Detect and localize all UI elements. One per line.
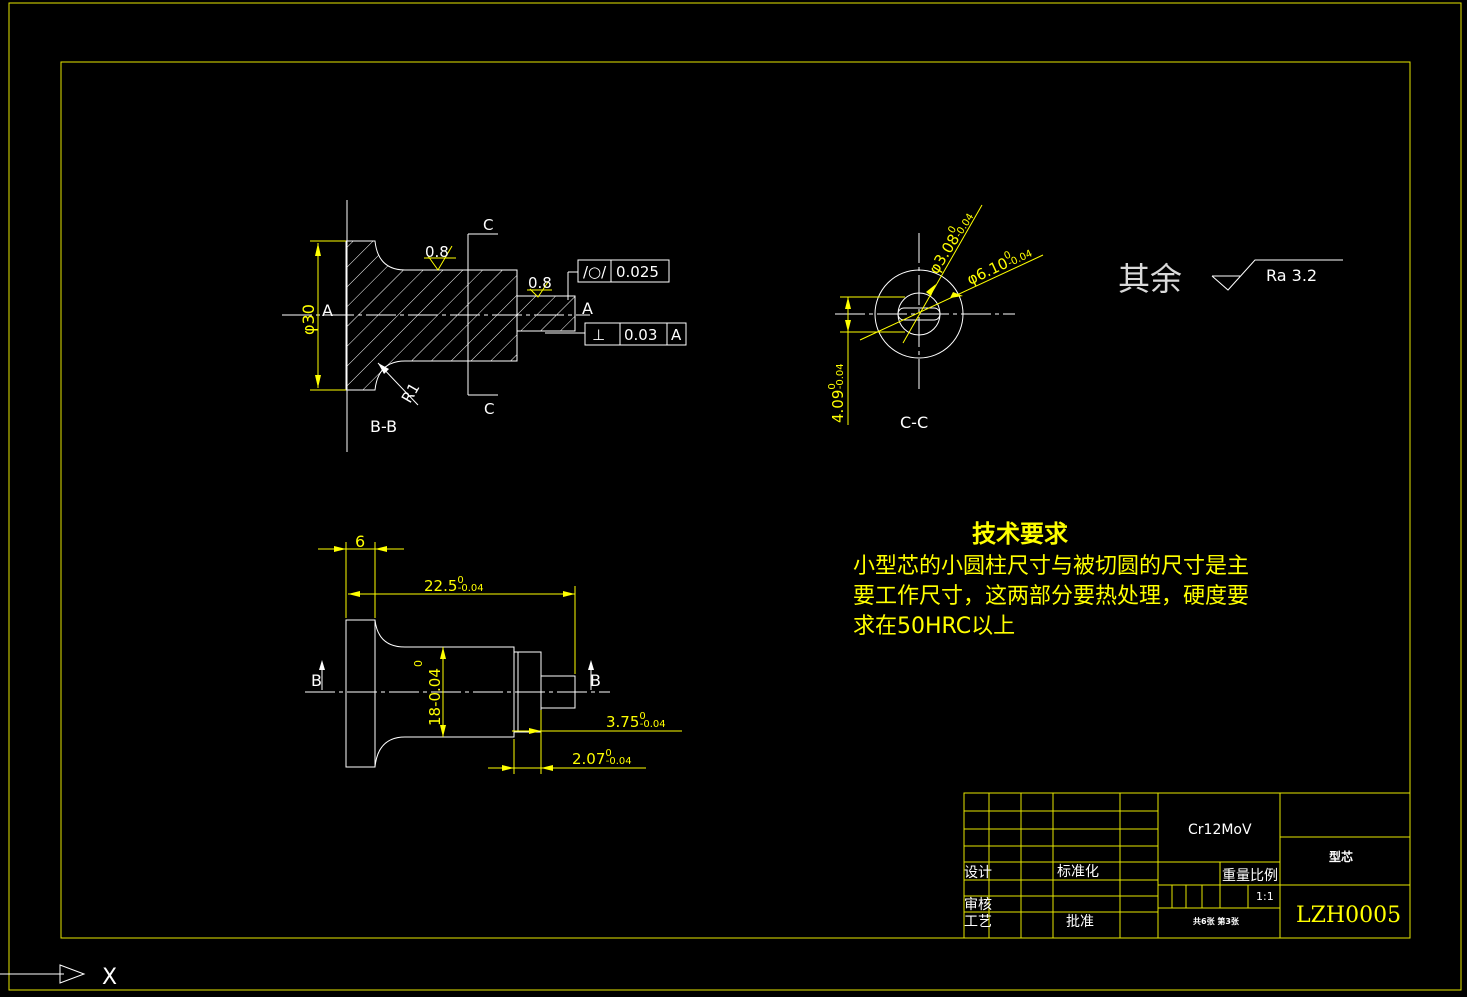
cut-label-b-right: B <box>590 671 601 690</box>
cut-label-b-left: B <box>311 671 322 690</box>
tech-req-title: 技术要求 <box>972 520 1068 548</box>
front-view: 6 22.50-0.04 18-0.04 0 3.750-0.04 2.070-… <box>305 532 682 774</box>
datum-a-right: A <box>582 299 593 318</box>
tb-drawing-no: LZH0005 <box>1296 903 1401 928</box>
tb-scale-label: 比例 <box>1250 868 1278 884</box>
tb-part-name: 型芯 <box>1329 849 1353 864</box>
datum-a-left: A <box>322 301 333 320</box>
dim-dia610: φ6.100-0.04 <box>963 241 1034 289</box>
technical-requirements: 技术要求 小型芯的小圆柱尺寸与被切圆的尺寸是主 要工作尺寸，这两部分要热处理，硬… <box>853 520 1249 639</box>
cut-label-c-top: C <box>483 216 493 234</box>
tech-req-line1: 小型芯的小圆柱尺寸与被切圆的尺寸是主 <box>853 554 1249 579</box>
tb-standardize: 标准化 <box>1057 864 1099 880</box>
dim-18-upper: 0 <box>412 660 425 667</box>
dim-375: 3.750-0.04 <box>606 711 666 731</box>
roughness-08-b: 0.8 <box>528 274 552 292</box>
tb-process: 工艺 <box>964 914 992 930</box>
dim-409: 4.090-0.04 <box>827 363 847 423</box>
surface-note-label: 其余 <box>1118 260 1182 298</box>
outer-frame <box>8 2 1462 991</box>
tb-weight: 重量 <box>1222 868 1250 884</box>
tb-review: 审核 <box>964 897 992 913</box>
section-cc-title: C-C <box>900 413 928 432</box>
dim-dia308: φ3.080-0.04 <box>923 208 977 278</box>
tol-perp-datum: A <box>671 326 682 344</box>
dim-dia30: φ30 <box>299 304 318 335</box>
section-bb-title: B-B <box>370 417 397 436</box>
tech-req-line2: 要工作尺寸，这两部分要热处理，硬度要 <box>853 584 1249 609</box>
ucs-axis-icon: X <box>0 964 117 990</box>
inner-frame <box>60 61 1411 939</box>
tol-perp-value: 0.03 <box>624 326 657 344</box>
radius-r1: R1 <box>398 380 424 406</box>
title-block-text: Cr12MoV 型芯 设计 标准化 重量 比例 1:1 审核 工艺 批准 共6张… <box>964 822 1401 930</box>
surface-ra: Ra 3.2 <box>1266 266 1317 285</box>
dim-207: 2.070-0.04 <box>572 748 632 768</box>
perpendicularity-icon: ⊥ <box>592 326 605 344</box>
tb-approve: 批准 <box>1066 914 1094 930</box>
surface-note: 其余 Ra 3.2 <box>1118 259 1343 298</box>
cut-label-c-bottom: C <box>484 400 494 418</box>
section-bb-view: φ30 A 0.8 0.8 C C R1 A /○/ 0.025 ⊥ 0.03 … <box>282 200 687 452</box>
cylindricity-icon: /○/ <box>583 263 607 281</box>
dim-225: 22.50-0.04 <box>424 575 484 595</box>
tb-scale-value: 1:1 <box>1256 890 1274 903</box>
ucs-x-label: X <box>102 965 117 990</box>
dim-6: 6 <box>355 532 365 551</box>
dim-18: 18-0.04 <box>426 668 444 726</box>
section-cc-view: φ3.080-0.04 φ6.100-0.04 4.090-0.04 C-C <box>827 204 1044 432</box>
roughness-08-a: 0.8 <box>425 243 449 261</box>
tb-material: Cr12MoV <box>1188 822 1252 838</box>
title-block <box>963 792 1411 939</box>
tech-req-line3: 求在50HRC以上 <box>853 614 1015 639</box>
tol-cylindricity-value: 0.025 <box>616 263 659 281</box>
tb-design: 设计 <box>964 865 992 881</box>
tb-sheets: 共6张 第3张 <box>1193 916 1240 926</box>
